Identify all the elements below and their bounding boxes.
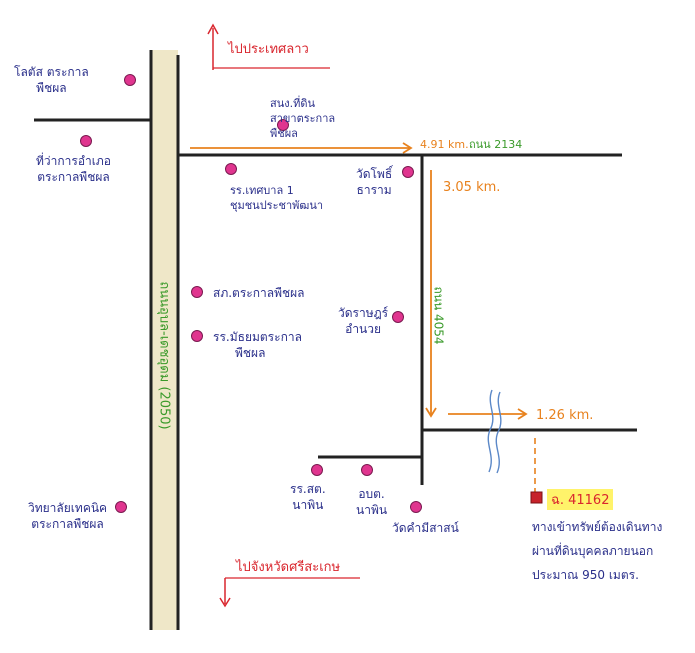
place-wat-rat-line-1: วัดราษฎร์ (338, 306, 389, 320)
label-to-laos: ไปประเทศลาว (228, 42, 309, 57)
place-district-office-line-1: ที่ว่าการอำเภอ (36, 154, 111, 168)
place-school-nakhin-line-2: นาพิน (292, 498, 324, 512)
plot-marker[interactable] (530, 491, 543, 504)
place-sao-nakhin-line-1: อบต. (358, 487, 385, 501)
place-district-office-line-2: ตระกาลพืชผล (37, 170, 110, 184)
place-sao-nakhin-line-2: นาพิน (356, 503, 388, 517)
place-municipal-school: รร.เทศบาล 1 ชุมชนประชาพัฒนา (230, 183, 323, 213)
place-wat-pho: วัดโพธิ์ ธาราม (356, 166, 392, 198)
place-wat-pho-line-2: ธาราม (356, 183, 392, 197)
place-tech-college: วิทยาลัยเทคนิค ตระกาลพืชผล (28, 500, 107, 532)
place-wat-rat-line-2: อำนวย (345, 322, 382, 336)
place-sao-nakhin: อบต. นาพิน (356, 486, 387, 518)
place-municipal-school-line-2: ชุมชนประชาพัฒนา (230, 199, 324, 212)
arrow-to-laos-head (207, 23, 219, 35)
place-wat-pho-line-1: วัดโพธิ์ (356, 167, 393, 181)
poi-wat-rat[interactable] (392, 311, 404, 323)
label-highway-2050: ถนนอุบล-เดชอุดม (2050) (156, 281, 172, 430)
label-km-126: 1.26 km. (536, 408, 594, 423)
access-note-line-1: ทางเข้าทรัพย์ต้องเดินทาง (532, 520, 663, 534)
place-land-office: สนง.ที่ดิน สาขาตระกาล พืชผล (270, 96, 335, 141)
poi-lotus[interactable] (124, 74, 136, 86)
poi-school-nakhin[interactable] (311, 464, 323, 476)
plot-id-label[interactable]: ฉ. 41162 (547, 489, 614, 510)
poi-district-office[interactable] (80, 135, 92, 147)
poi-high-school[interactable] (191, 330, 203, 342)
place-police: สภ.ตระกาลพืชผล (213, 285, 305, 301)
arrow-to-sisaket-head (219, 597, 231, 608)
place-district-office: ที่ว่าการอำเภอ ตระกาลพืชผล (36, 153, 111, 185)
place-land-office-line-2: สาขาตระกาล (270, 112, 336, 125)
poi-sao-nakhin[interactable] (361, 464, 373, 476)
place-school-nakhin: รร.สต. นาพิน (290, 481, 326, 513)
distance-arrow-126-head (517, 408, 528, 420)
place-police-line-1: สภ.ตระกาลพืชผล (213, 286, 305, 300)
place-land-office-line-1: สนง.ที่ดิน (270, 97, 316, 110)
highway-2050-fill (151, 50, 178, 630)
place-high-school: รร.มัธยมตระกาล พืชผล (213, 329, 302, 361)
label-km-305: 3.05 km. (443, 180, 501, 195)
place-wat-rat: วัดราษฎร์ อำนวย (338, 305, 388, 337)
place-high-school-line-2: พืชผล (235, 346, 266, 360)
place-wat-khum: วัดคำมีสาสน์ (392, 520, 459, 536)
distance-arrow-305-head (425, 407, 437, 418)
poi-tech-college[interactable] (115, 501, 127, 513)
label-to-sisaket: ไปจังหวัดศรีสะเกษ (236, 560, 341, 575)
access-note-line-3: ประมาณ 950 เมตร. (532, 568, 639, 582)
place-high-school-line-1: รร.มัธยมตระกาล (213, 330, 302, 344)
place-lotus-line-1: โลตัส ตระกาล (14, 65, 89, 79)
stream-line-2 (495, 391, 502, 474)
poi-land-office[interactable] (277, 119, 289, 131)
place-wat-khum-line-1: วัดคำมีสาสน์ (392, 521, 459, 535)
label-km-491: 4.91 km. (420, 138, 469, 151)
poi-municipal-school[interactable] (225, 163, 237, 175)
place-lotus: โลตัส ตระกาล พืชผล (14, 64, 89, 96)
place-land-office-line-3: พืชผล (270, 127, 298, 140)
poi-wat-pho[interactable] (402, 166, 414, 178)
place-tech-college-line-1: วิทยาลัยเทคนิค (28, 501, 108, 515)
label-road-2134: ถนน 2134 (469, 138, 523, 151)
place-school-nakhin-line-1: รร.สต. (290, 482, 326, 496)
place-lotus-line-2: พืชผล (36, 81, 67, 95)
distance-arrow-491-head (402, 142, 413, 154)
stream-line-1 (487, 389, 494, 473)
poi-police[interactable] (191, 286, 203, 298)
place-tech-college-line-2: ตระกาลพืชผล (31, 517, 104, 531)
access-note-line-2: ผ่านที่ดินบุคคลภายนอก (532, 544, 654, 558)
place-municipal-school-line-1: รร.เทศบาล 1 (230, 184, 294, 197)
label-road-4054: ถนน 4054 (431, 286, 446, 345)
poi-wat-khum[interactable] (410, 501, 422, 513)
